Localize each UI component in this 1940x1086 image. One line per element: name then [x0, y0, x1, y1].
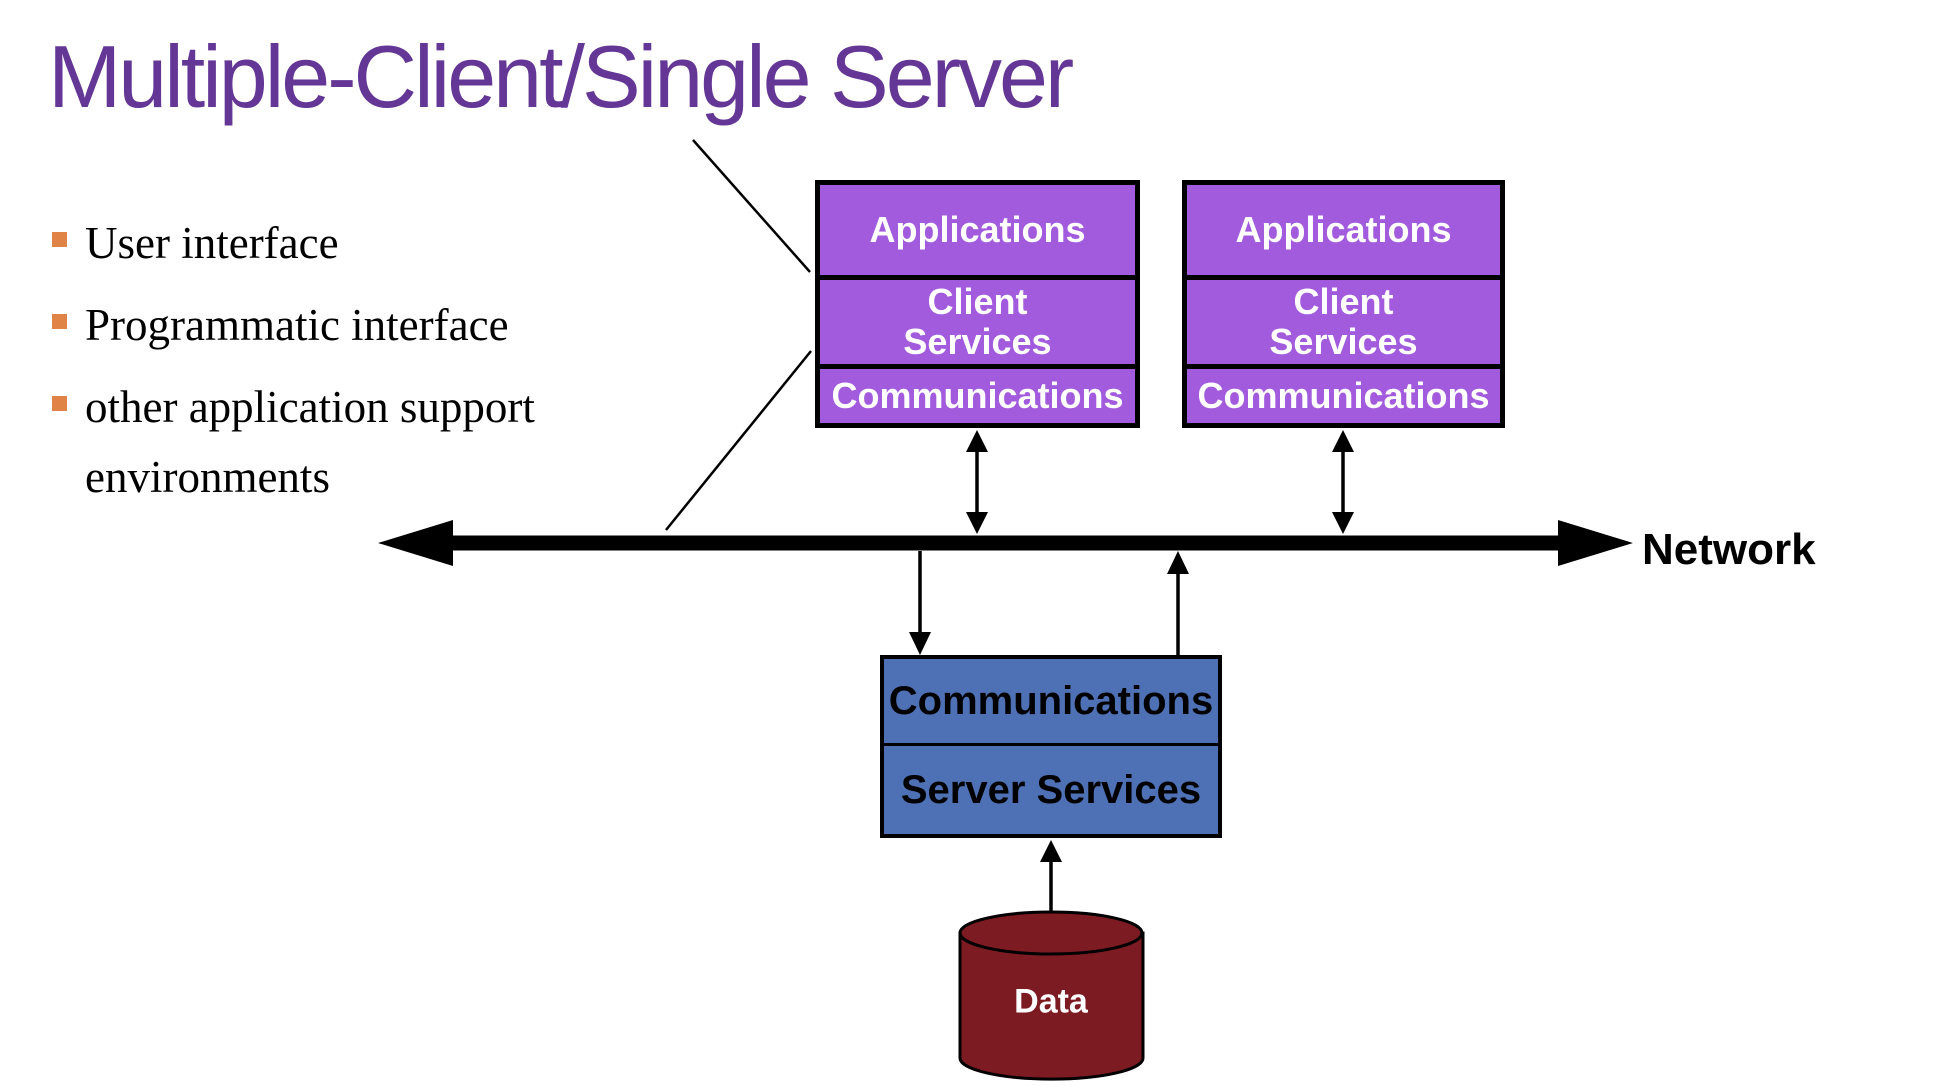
client1-applications-layer: Applications: [869, 209, 1086, 250]
list-item: Programmatic interface: [52, 290, 612, 360]
network-arrowhead-right-icon: [1558, 520, 1633, 566]
server-box: Communications Server Services: [880, 655, 1222, 838]
bullet-marker-icon: [52, 232, 67, 247]
bullet-text: Programmatic interface: [85, 300, 509, 350]
server-communications-layer: Communications: [888, 678, 1214, 723]
server-services-layer: Server Services: [884, 743, 1218, 834]
client1-client-services-layer: Client Services: [820, 275, 1135, 364]
client2-box: Applications Client Services Communicati…: [1182, 180, 1505, 428]
client2-client-services-layer: Client Services: [1187, 275, 1500, 364]
network-label: Network: [1642, 525, 1816, 574]
page-title: Multiple-Client/Single Server: [48, 27, 1074, 126]
server-to-network-arrow: [1167, 551, 1189, 655]
client2-network-arrow: [1332, 430, 1354, 534]
bullet-marker-icon: [52, 396, 67, 411]
bullet-text: User interface: [85, 218, 339, 268]
list-item: other application support environments: [52, 372, 612, 512]
client1-box: Applications Client Services Communicati…: [815, 180, 1140, 428]
callout-line-upper: [692, 139, 811, 273]
network-to-server-arrow: [909, 551, 931, 655]
bullet-list: User interface Programmatic interface ot…: [52, 208, 612, 512]
client2-communications-layer: Communications: [1187, 364, 1500, 423]
bullet-text: other application support environments: [85, 382, 535, 502]
network-arrowhead-left-icon: [378, 520, 453, 566]
client1-network-arrow: [966, 430, 988, 534]
database-label: Data: [1014, 982, 1088, 1021]
client1-communications-layer: Communications: [820, 364, 1135, 423]
database-cylinder-icon: [958, 910, 1145, 1081]
list-item: User interface: [52, 208, 612, 278]
callout-line-lower: [665, 350, 812, 531]
bullet-marker-icon: [52, 314, 67, 329]
client2-applications-layer: Applications: [1235, 209, 1452, 250]
